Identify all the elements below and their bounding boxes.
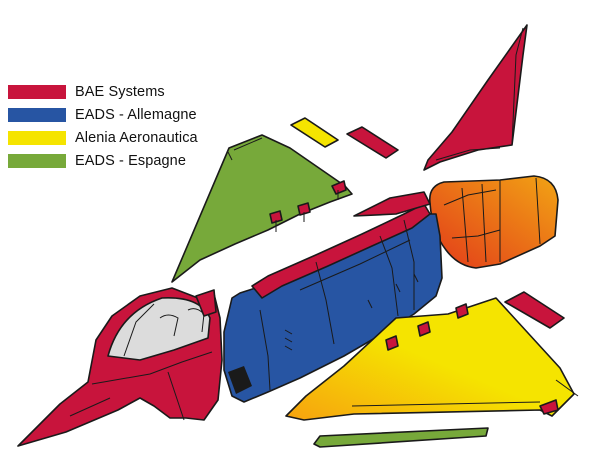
legend-label: BAE Systems xyxy=(75,83,165,100)
legend-item-eads-allemagne: EADS - Allemagne xyxy=(8,103,198,126)
wing-attach-fittings xyxy=(269,180,347,232)
yellow-strip xyxy=(290,117,339,148)
legend-label: EADS - Allemagne xyxy=(75,106,197,123)
legend: BAE Systems EADS - Allemagne Alenia Aero… xyxy=(8,80,198,172)
left-wing xyxy=(171,134,353,283)
legend-label: Alenia Aeronautica xyxy=(75,129,198,146)
canopy xyxy=(107,297,211,361)
green-strip xyxy=(313,427,489,448)
tail-fin xyxy=(423,24,528,171)
red-block-right xyxy=(504,291,565,329)
legend-swatch xyxy=(8,130,66,145)
legend-item-bae: BAE Systems xyxy=(8,80,198,103)
right-wing xyxy=(285,297,579,421)
centre-fuselage xyxy=(223,191,443,403)
legend-swatch xyxy=(8,107,66,122)
legend-label: EADS - Espagne xyxy=(75,152,187,169)
red-block-top xyxy=(346,126,399,159)
legend-swatch xyxy=(8,84,66,99)
legend-swatch xyxy=(8,153,66,168)
engine-nozzle xyxy=(428,175,559,269)
right-wing-fittings xyxy=(385,303,559,415)
legend-item-alenia: Alenia Aeronautica xyxy=(8,126,198,149)
fuselage-fittings xyxy=(367,273,419,309)
legend-item-eads-espagne: EADS - Espagne xyxy=(8,149,198,172)
nose-section xyxy=(17,287,223,447)
